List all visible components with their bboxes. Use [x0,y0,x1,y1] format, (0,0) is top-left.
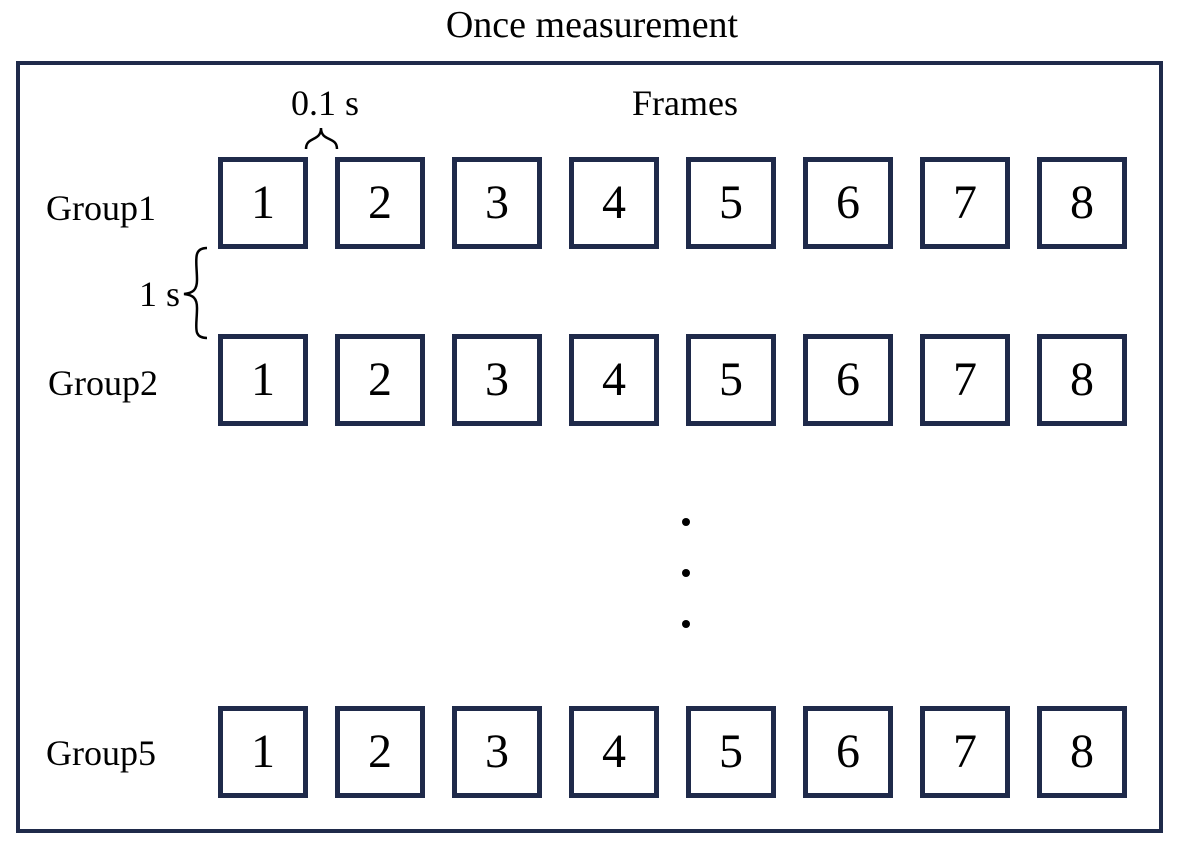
ellipsis-dot [682,569,690,577]
diagram-title: Once measurement [445,4,739,46]
frame-box: 2 [335,157,425,249]
frame-box: 7 [920,157,1010,249]
frame-box: 7 [920,706,1010,798]
ellipsis-dot [682,620,690,628]
group-interval-label: 1 s [138,274,180,314]
frame-box: 5 [686,706,776,798]
frame-box: 8 [1037,334,1127,426]
ellipsis-dot [682,518,690,526]
frame-interval-label: 0.1 s [290,83,359,123]
frame-box: 4 [569,334,659,426]
group-interval-brace [183,246,208,340]
measurement-outer-box [16,61,1163,833]
frame-box: 5 [686,157,776,249]
frame-box: 8 [1037,706,1127,798]
frame-box: 8 [1037,157,1127,249]
frame-box: 5 [686,334,776,426]
frame-box: 3 [452,334,542,426]
frame-box: 1 [218,157,308,249]
frame-interval-brace [304,127,339,150]
group-label: Group2 [48,363,158,403]
group-label: Group5 [46,733,156,773]
group-label: Group1 [46,188,156,228]
frame-box: 4 [569,706,659,798]
frames-label: Frames [632,83,738,123]
frame-box: 2 [335,334,425,426]
frame-box: 6 [803,157,893,249]
frame-box: 3 [452,706,542,798]
frame-box: 1 [218,334,308,426]
frame-box: 3 [452,157,542,249]
frame-box: 4 [569,157,659,249]
frame-box: 1 [218,706,308,798]
frame-box: 6 [803,706,893,798]
frame-box: 7 [920,334,1010,426]
frame-box: 6 [803,334,893,426]
frame-box: 2 [335,706,425,798]
